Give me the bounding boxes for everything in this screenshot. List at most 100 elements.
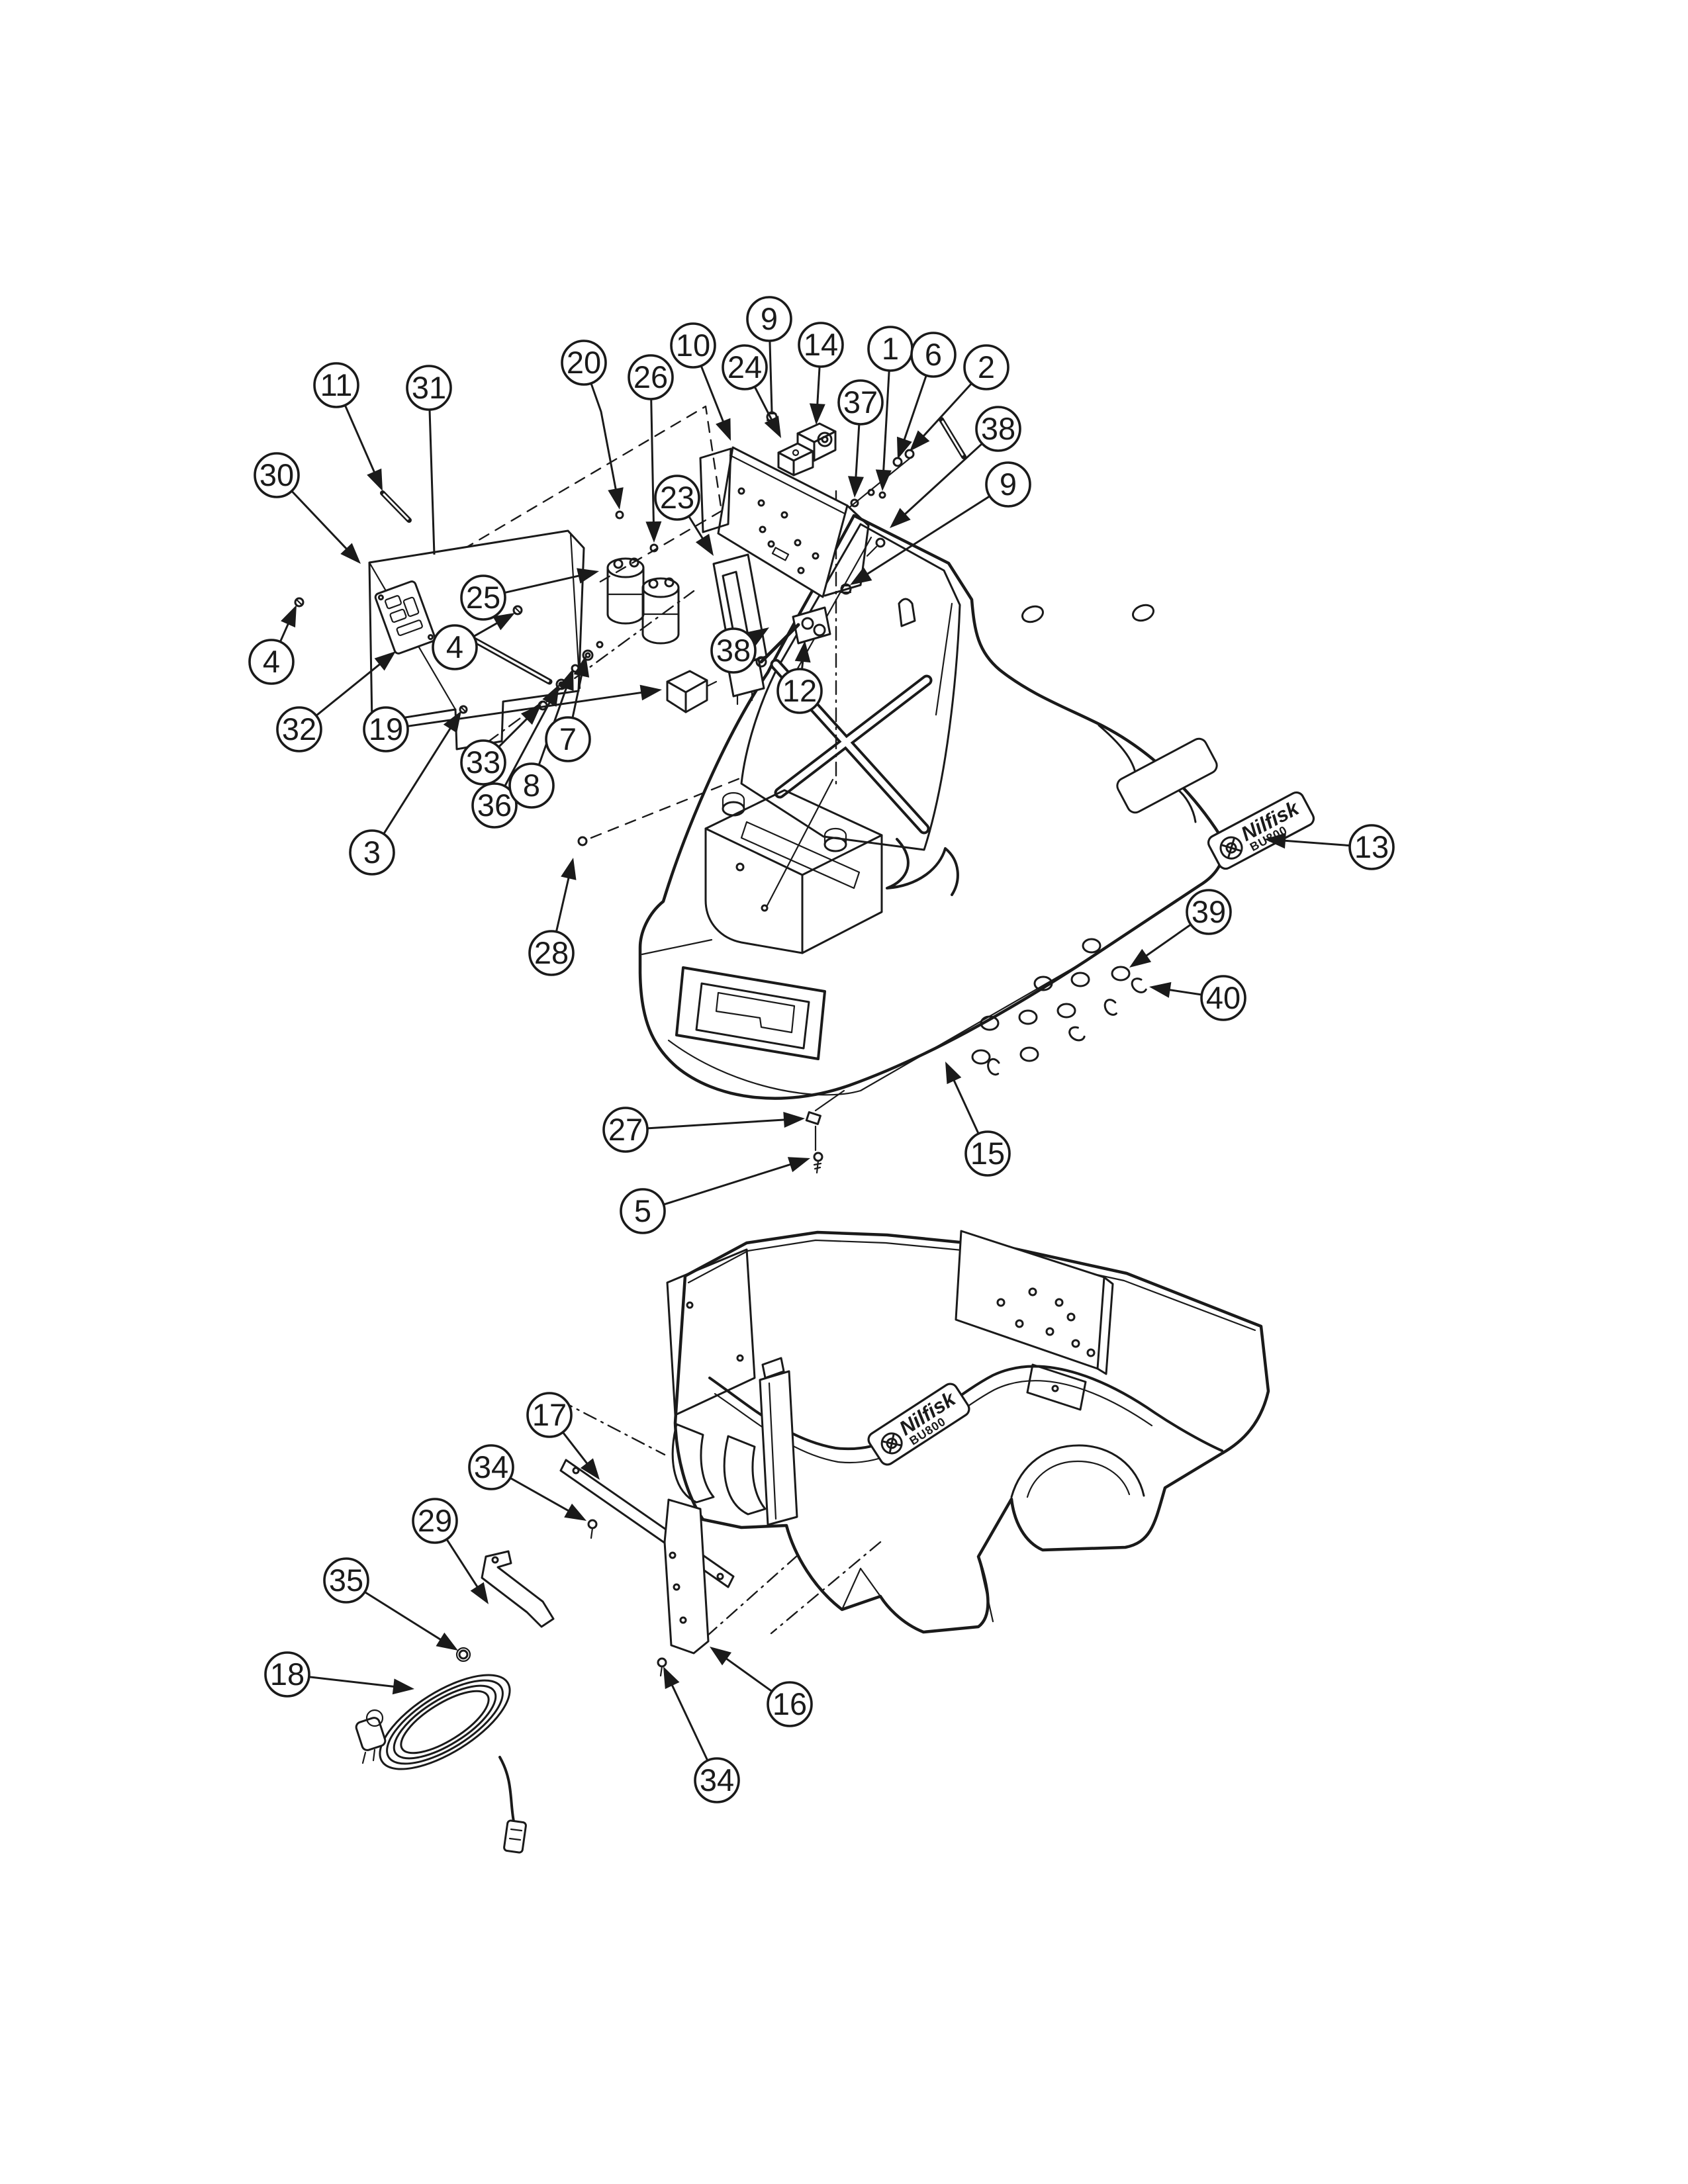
callout-circle: [975, 406, 1021, 452]
callout-label: 14: [804, 327, 838, 362]
retaining-clip: [1068, 1026, 1086, 1042]
callout-label: 3: [363, 835, 381, 870]
upper-machine-body: [577, 490, 1225, 1174]
decal-recess: [1116, 737, 1218, 814]
callout-circle: [460, 739, 506, 786]
screw: [657, 1657, 667, 1668]
callout-1: 1: [867, 326, 914, 491]
o-ring-scatter: [971, 938, 1148, 1076]
battery-cap: [823, 837, 847, 852]
leader-line: [407, 691, 645, 727]
leader-arrowhead: [436, 1632, 458, 1651]
callout-9: 9: [746, 296, 792, 412]
leader-line: [445, 1538, 481, 1590]
relay: [666, 670, 718, 713]
callout-circle: [412, 1498, 458, 1544]
callout-18: 18: [264, 1651, 414, 1698]
leader-arrowhead: [580, 1458, 600, 1480]
callout-circle: [264, 1651, 310, 1698]
callout-label: 4: [446, 629, 463, 664]
callout-23: 23: [654, 475, 714, 556]
retaining-clip: [1131, 978, 1148, 993]
leader-arrowhead: [1264, 833, 1286, 849]
lift-channel: [759, 1357, 798, 1526]
bolt: [759, 623, 800, 664]
battery-cap: [722, 801, 745, 817]
callout-circle: [526, 1392, 573, 1438]
squeegee-hook: [723, 1435, 767, 1516]
callout-circle: [963, 344, 1009, 390]
ferrule: [577, 836, 588, 846]
leader-arrowhead: [573, 655, 590, 678]
callout-label: 15: [970, 1136, 1005, 1171]
leader-arrowhead: [787, 1157, 810, 1173]
brand-decal-upper: Nilfisk BU800: [1207, 791, 1315, 870]
callout-circle: [964, 1130, 1011, 1177]
callout-circle: [602, 1107, 649, 1153]
callout-circle: [460, 574, 506, 621]
callout-label: 40: [1206, 980, 1241, 1015]
leader-arrowhead: [470, 1582, 489, 1604]
callout-circle: [545, 716, 591, 762]
callout-circle: [363, 706, 409, 752]
leader-line: [344, 404, 377, 476]
left-back-panel: [666, 1248, 756, 1416]
callout-38: 38: [890, 406, 1021, 528]
callout-label: 32: [282, 711, 316, 747]
leader-arrowhead: [367, 468, 383, 491]
callout-label: 9: [1000, 467, 1017, 502]
callout-circle: [767, 1681, 813, 1727]
circuit-breaker: [777, 442, 814, 477]
hex-nut: [904, 449, 915, 459]
leader-line: [364, 1591, 444, 1643]
leader-line: [498, 715, 530, 748]
front-deck-recess: [675, 966, 826, 1060]
leader-arrowhead: [281, 605, 297, 628]
o-ring: [1111, 966, 1131, 981]
callout-circle: [323, 1557, 369, 1604]
hex-nut: [840, 583, 852, 595]
callout-label: 37: [843, 385, 878, 420]
leader-arrowhead: [1149, 981, 1172, 998]
leader-line: [864, 495, 991, 577]
leader-arrowhead: [794, 641, 811, 663]
leader-arrowhead: [945, 1062, 962, 1085]
leader-line: [700, 365, 726, 426]
leader-arrowhead: [695, 533, 714, 556]
callout-11: 11: [313, 362, 383, 491]
leader-line: [383, 725, 453, 835]
callout-label: 11: [320, 367, 353, 402]
leader-line: [555, 874, 571, 933]
latch-bracket: [481, 1550, 555, 1628]
callout-circle: [670, 322, 716, 369]
callout-25: 25: [460, 568, 599, 621]
leader-line: [816, 366, 821, 408]
callout-circle: [1186, 889, 1232, 935]
callout-label: 24: [727, 349, 762, 385]
brand-decal-lower: Nilfisk BU800: [867, 1383, 970, 1466]
leader-arrowhead: [764, 416, 781, 438]
callout-label: 23: [660, 480, 694, 515]
screw: [512, 605, 523, 615]
callout-label: 17: [532, 1397, 567, 1432]
side-panel: [663, 1498, 710, 1655]
leader-arrowhead: [561, 858, 577, 880]
callout-label: 34: [700, 1762, 734, 1797]
leader-line: [650, 398, 655, 526]
callout-5: 5: [620, 1157, 810, 1234]
battery-holddown: [740, 821, 861, 889]
leader-arrowhead: [890, 508, 911, 528]
leader-line: [473, 620, 501, 637]
leader-arrowhead: [340, 543, 361, 564]
o-ring: [1082, 938, 1102, 954]
leader-line: [590, 383, 618, 493]
callout-32: 32: [276, 651, 396, 752]
callout-label: 25: [466, 580, 500, 615]
callout-circle: [710, 627, 757, 674]
callout-circle: [349, 829, 395, 876]
callout-label: 1: [882, 331, 899, 366]
leader-arrowhead: [492, 613, 515, 631]
callout-27: 27: [602, 1107, 805, 1153]
callout-label: 35: [329, 1563, 363, 1598]
